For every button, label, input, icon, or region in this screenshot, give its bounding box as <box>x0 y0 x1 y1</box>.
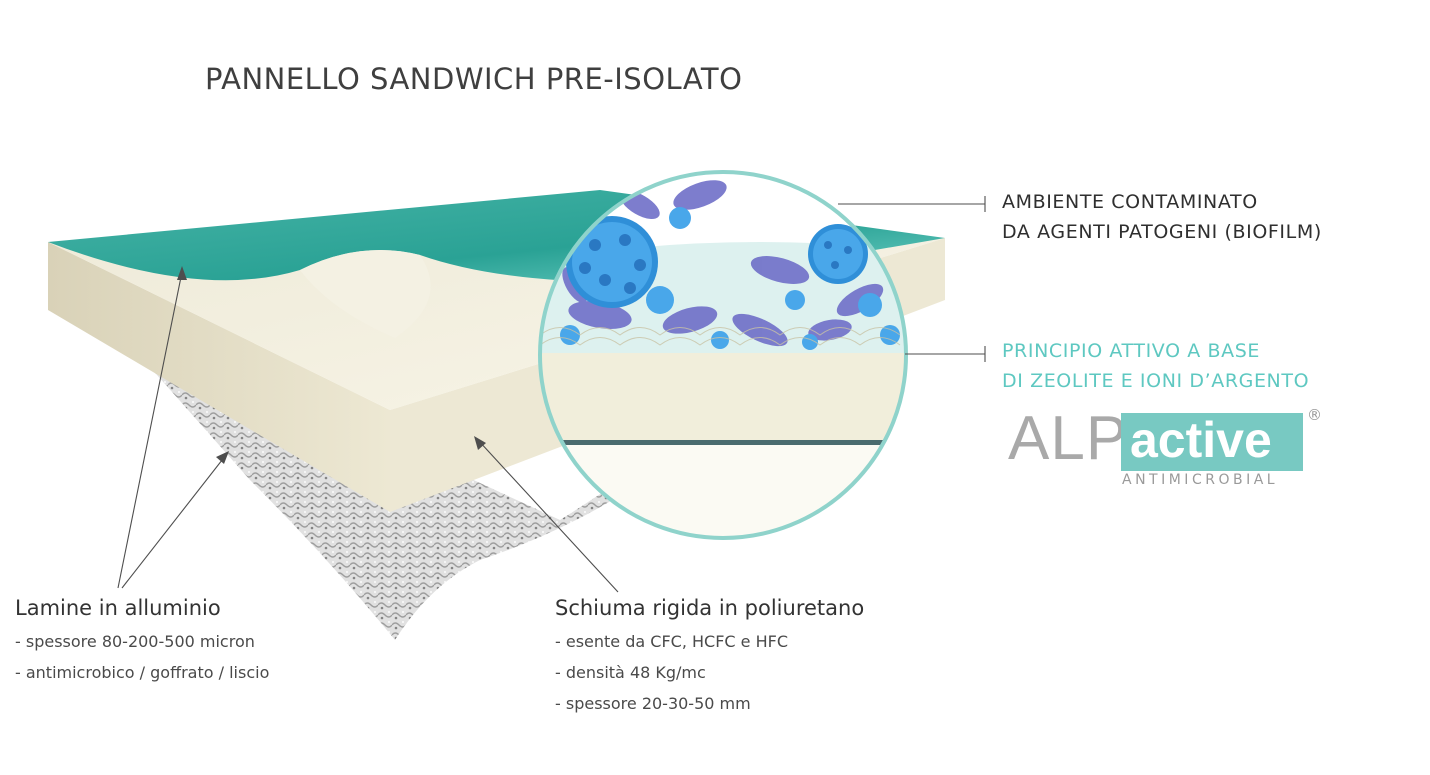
leader-line-schiuma <box>477 439 619 593</box>
schiuma-heading: Schiuma rigida in poliuretano <box>555 596 865 620</box>
schiuma-line: - esente da CFC, HCFC e HFC <box>555 632 788 651</box>
leader-line-lamine-bottom <box>121 454 227 589</box>
logo-alp-text: ALP <box>1008 404 1129 473</box>
leader-line-lamine-top <box>117 271 183 589</box>
logo-active-box <box>1121 413 1303 471</box>
callout-active-principle: PRINCIPIO ATTIVO A BASE DI ZEOLITE E ION… <box>1002 336 1309 396</box>
lamine-description: Lamine in alluminio - spessore 80-200-50… <box>15 596 269 688</box>
virus-icon <box>566 216 658 308</box>
lamine-line: - antimicrobico / goffrato / liscio <box>15 663 270 682</box>
callout-line: DA AGENTI PATOGENI (BIOFILM) <box>1002 221 1322 243</box>
callout-line: AMBIENTE CONTAMINATO <box>1002 191 1258 213</box>
callout-contaminated-environment: AMBIENTE CONTAMINATO DA AGENTI PATOGENI … <box>1002 187 1322 247</box>
lamine-heading: Lamine in alluminio <box>15 596 221 620</box>
diagram-title: PANNELLO SANDWICH PRE-ISOLATO <box>205 62 743 96</box>
logo-active-text: active <box>1130 412 1272 468</box>
schiuma-line: - spessore 20-30-50 mm <box>555 694 751 713</box>
callout-line: PRINCIPIO ATTIVO A BASE <box>1002 340 1260 362</box>
virus-icon <box>808 224 868 284</box>
alpactive-logo: ALP active ® ANTIMICROBIAL <box>1008 404 1328 494</box>
callout-line: DI ZEOLITE E IONI D’ARGENTO <box>1002 370 1310 392</box>
foam-front-face <box>48 242 390 512</box>
registered-mark: ® <box>1307 406 1322 424</box>
schiuma-description: Schiuma rigida in poliuretano - esente d… <box>555 596 864 719</box>
logo-tagline: ANTIMICROBIAL <box>1122 472 1279 488</box>
magnifier-circle <box>538 170 908 540</box>
schiuma-line: - densità 48 Kg/mc <box>555 663 706 682</box>
lamine-line: - spessore 80-200-500 micron <box>15 632 255 651</box>
